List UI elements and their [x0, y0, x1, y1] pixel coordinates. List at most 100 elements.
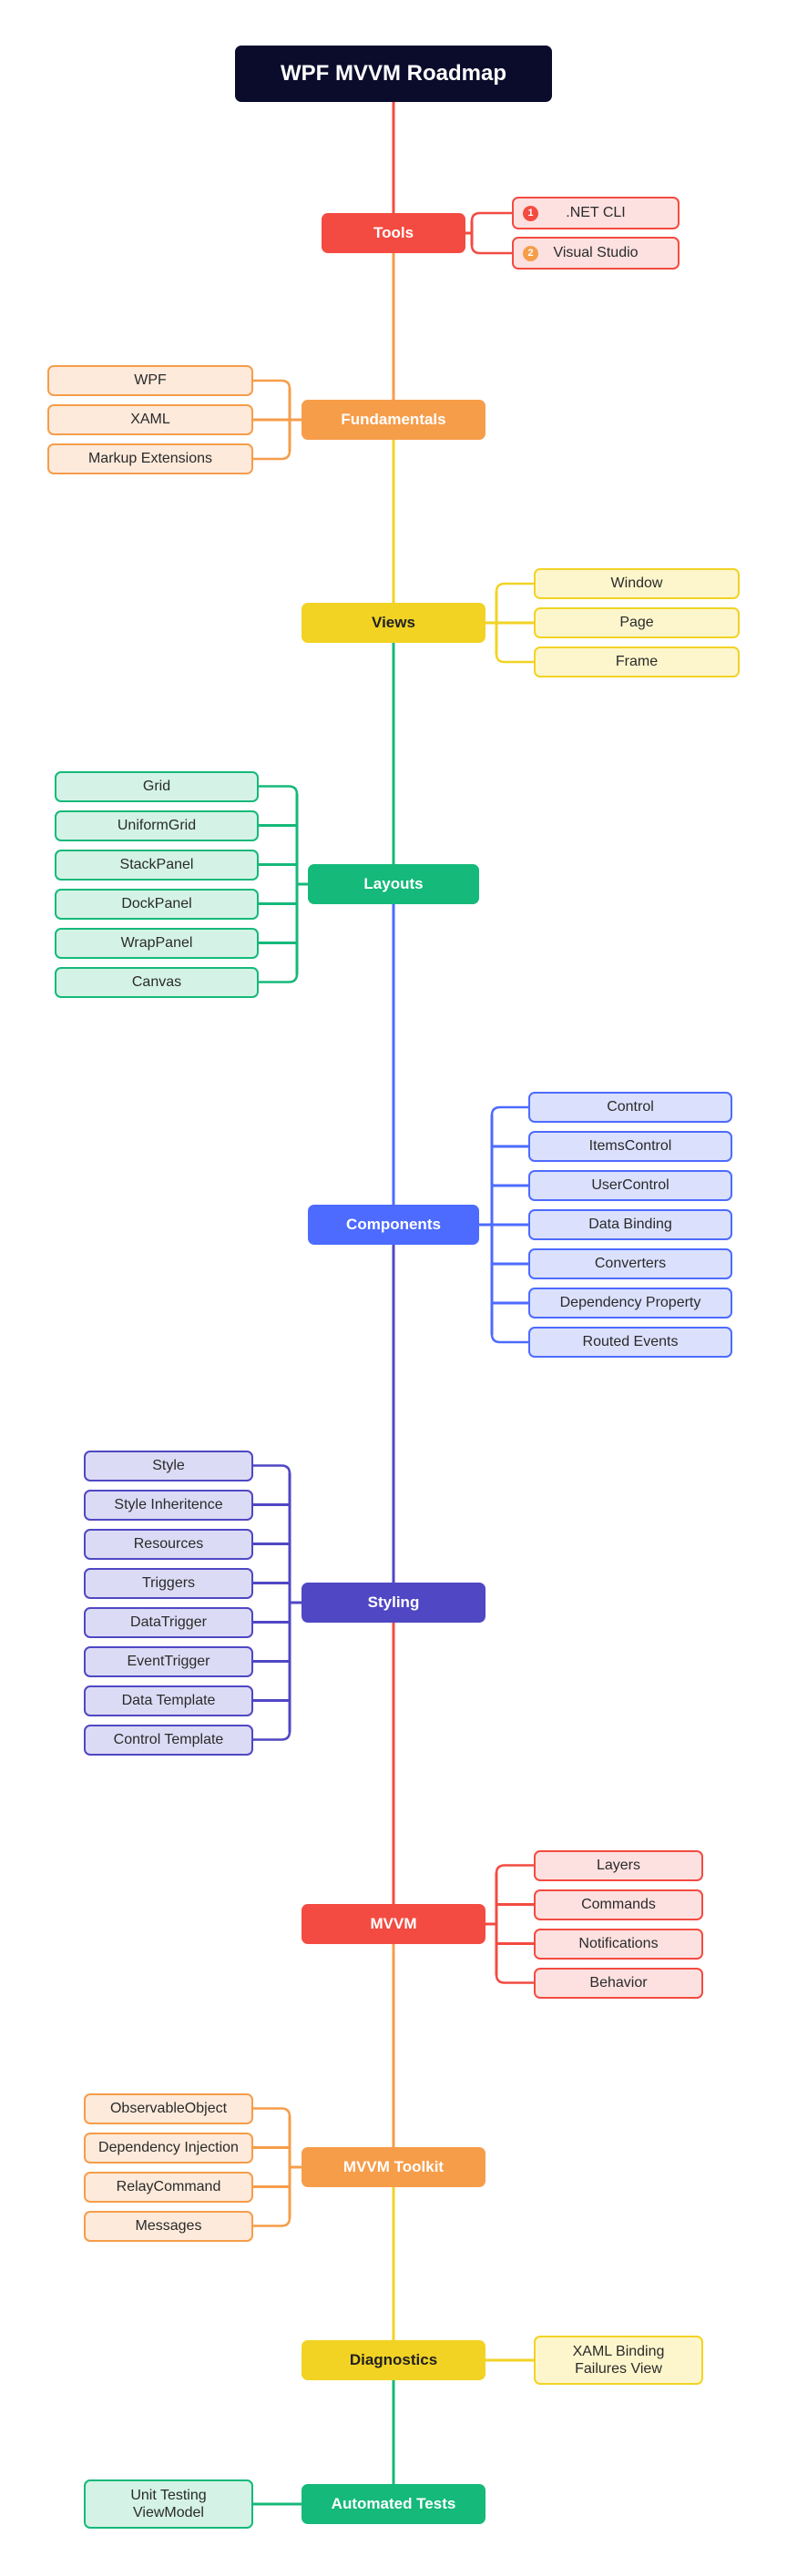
subtopic-label: Visual Studio [553, 245, 639, 261]
subtopic-label: ItemsControl [588, 1138, 672, 1155]
topic-automated-tests: Automated Tests [302, 2484, 485, 2524]
subtopic-components-6: Dependency Property [528, 1288, 732, 1319]
topic-tools: Tools [322, 213, 465, 253]
subtopic-mvvm-3: Notifications [534, 1928, 703, 1960]
step-number-badge: 2 [523, 245, 538, 261]
subtopic-label: UserControl [591, 1177, 669, 1194]
subtopic-components-2: ItemsControl [528, 1131, 732, 1162]
branch-top-fundamentals [253, 379, 291, 390]
subtopic-label: Dependency Injection [98, 2139, 239, 2155]
subtopic-tools-2: Visual Studio 2 [512, 237, 680, 270]
subtopic-label: Control Template [113, 1731, 224, 1747]
subtopic-views-3: Frame [534, 647, 740, 677]
subtopic-mvvm-toolkit-1: ObservableObject [84, 2092, 253, 2124]
subtopic-styling-7: Data Template [84, 1685, 253, 1716]
subtopic-label: Converters [594, 1256, 667, 1272]
topic-views: Views [302, 603, 485, 643]
subtopic-label: WPF [134, 372, 167, 389]
subtopic-layouts-5: WrapPanel [55, 927, 259, 959]
subtopic-label: Style [152, 1457, 185, 1473]
subtopic-mvvm-toolkit-2: Dependency Injection [84, 2132, 253, 2164]
subtopic-label: Canvas [131, 973, 182, 990]
subtopic-styling-6: EventTrigger [84, 1645, 253, 1677]
branch-top-tools [470, 211, 512, 222]
subtopic-label: Frame [615, 654, 659, 670]
subtopic-components-7: Routed Events [528, 1327, 732, 1358]
subtopic-label: Resources [133, 1535, 204, 1552]
topic-mvvm: MVVM [302, 1904, 485, 1944]
subtopic-label: Unit Testing ViewModel [130, 2487, 207, 2520]
branch-bottom-tools [470, 244, 512, 255]
subtopic-fundamentals-1: WPF [47, 365, 253, 396]
subtopic-layouts-3: StackPanel [55, 849, 259, 881]
step-number-badge: 1 [523, 205, 538, 221]
topic-styling: Styling [302, 1583, 485, 1623]
subtopic-label: Window [610, 575, 663, 592]
subtopic-views-2: Page [534, 607, 740, 638]
subtopic-label: DockPanel [121, 895, 192, 911]
subtopic-label: Control [607, 1099, 654, 1115]
subtopic-automated-tests-1: Unit Testing ViewModel [84, 2479, 253, 2529]
topic-components: Components [308, 1205, 479, 1245]
subtopic-label: Commands [581, 1896, 656, 1912]
subtopic-label: RelayCommand [116, 2178, 221, 2194]
subtopic-mvvm-4: Behavior [534, 1967, 703, 1999]
subtopic-components-5: Converters [528, 1248, 732, 1279]
subtopic-label: WrapPanel [120, 934, 193, 951]
topic-diagnostics: Diagnostics [302, 2340, 485, 2380]
subtopic-label: XAML [130, 412, 170, 428]
subtopic-components-4: Data Binding [528, 1209, 732, 1240]
subtopic-label: Routed Events [582, 1334, 679, 1350]
subtopic-mvvm-toolkit-4: Messages [84, 2210, 253, 2242]
branch-bottom-fundamentals [253, 450, 291, 461]
subtopic-label: Style Inheritence [114, 1496, 223, 1512]
topic-layouts: Layouts [308, 864, 479, 904]
branch-top-styling [253, 1464, 291, 1474]
subtopic-components-3: UserControl [528, 1170, 732, 1201]
subtopic-mvvm-toolkit-3: RelayCommand [84, 2171, 253, 2203]
branch-top-mvvm [495, 1864, 534, 1874]
subtopic-layouts-1: Grid [55, 770, 259, 802]
subtopic-styling-4: Triggers [84, 1567, 253, 1599]
subtopic-components-1: Control [528, 1092, 732, 1123]
branch-bottom-layouts [259, 973, 299, 983]
subtopic-diagnostics-1: XAML Binding Failures View [534, 2336, 703, 2385]
subtopic-label: Data Binding [588, 1217, 672, 1233]
subtopic-label: Triggers [141, 1574, 196, 1591]
subtopic-label: .NET CLI [566, 205, 626, 221]
subtopic-label: StackPanel [119, 856, 194, 872]
branch-bottom-styling [253, 1731, 291, 1741]
subtopic-views-1: Window [534, 568, 740, 599]
subtopic-label: UniformGrid [117, 817, 197, 833]
roadmap-title: WPF MVVM Roadmap [235, 46, 552, 102]
subtopic-layouts-4: DockPanel [55, 888, 259, 920]
subtopic-label: Notifications [578, 1935, 659, 1951]
branch-bottom-mvvm [495, 1974, 534, 1984]
branch-top-components [490, 1105, 528, 1116]
subtopic-styling-1: Style [84, 1450, 253, 1481]
subtopic-label: Layers [596, 1857, 641, 1873]
subtopic-label: XAML Binding Failures View [572, 2343, 665, 2377]
branch-top-views [495, 582, 534, 593]
branch-bottom-mvvm-toolkit [253, 2217, 291, 2227]
subtopic-styling-2: Style Inheritence [84, 1489, 253, 1521]
branch-top-layouts [259, 785, 299, 795]
branch-top-mvvm-toolkit [253, 2107, 291, 2117]
subtopic-label: Data Template [121, 1692, 216, 1708]
subtopic-label: Dependency Property [559, 1295, 701, 1311]
subtopic-fundamentals-3: Markup Extensions [47, 443, 253, 474]
subtopic-tools-1: .NET CLI 1 [512, 197, 680, 229]
subtopic-label: Page [619, 615, 654, 631]
subtopic-styling-5: DataTrigger [84, 1606, 253, 1638]
subtopic-fundamentals-2: XAML [47, 404, 253, 435]
topic-fundamentals: Fundamentals [302, 400, 485, 440]
branch-bottom-components [490, 1333, 528, 1344]
subtopic-label: EventTrigger [127, 1653, 210, 1669]
subtopic-label: ObservableObject [109, 2100, 228, 2116]
subtopic-styling-8: Control Template [84, 1724, 253, 1756]
subtopic-mvvm-1: Layers [534, 1849, 703, 1881]
subtopic-layouts-2: UniformGrid [55, 809, 259, 841]
branch-bottom-views [495, 653, 534, 664]
